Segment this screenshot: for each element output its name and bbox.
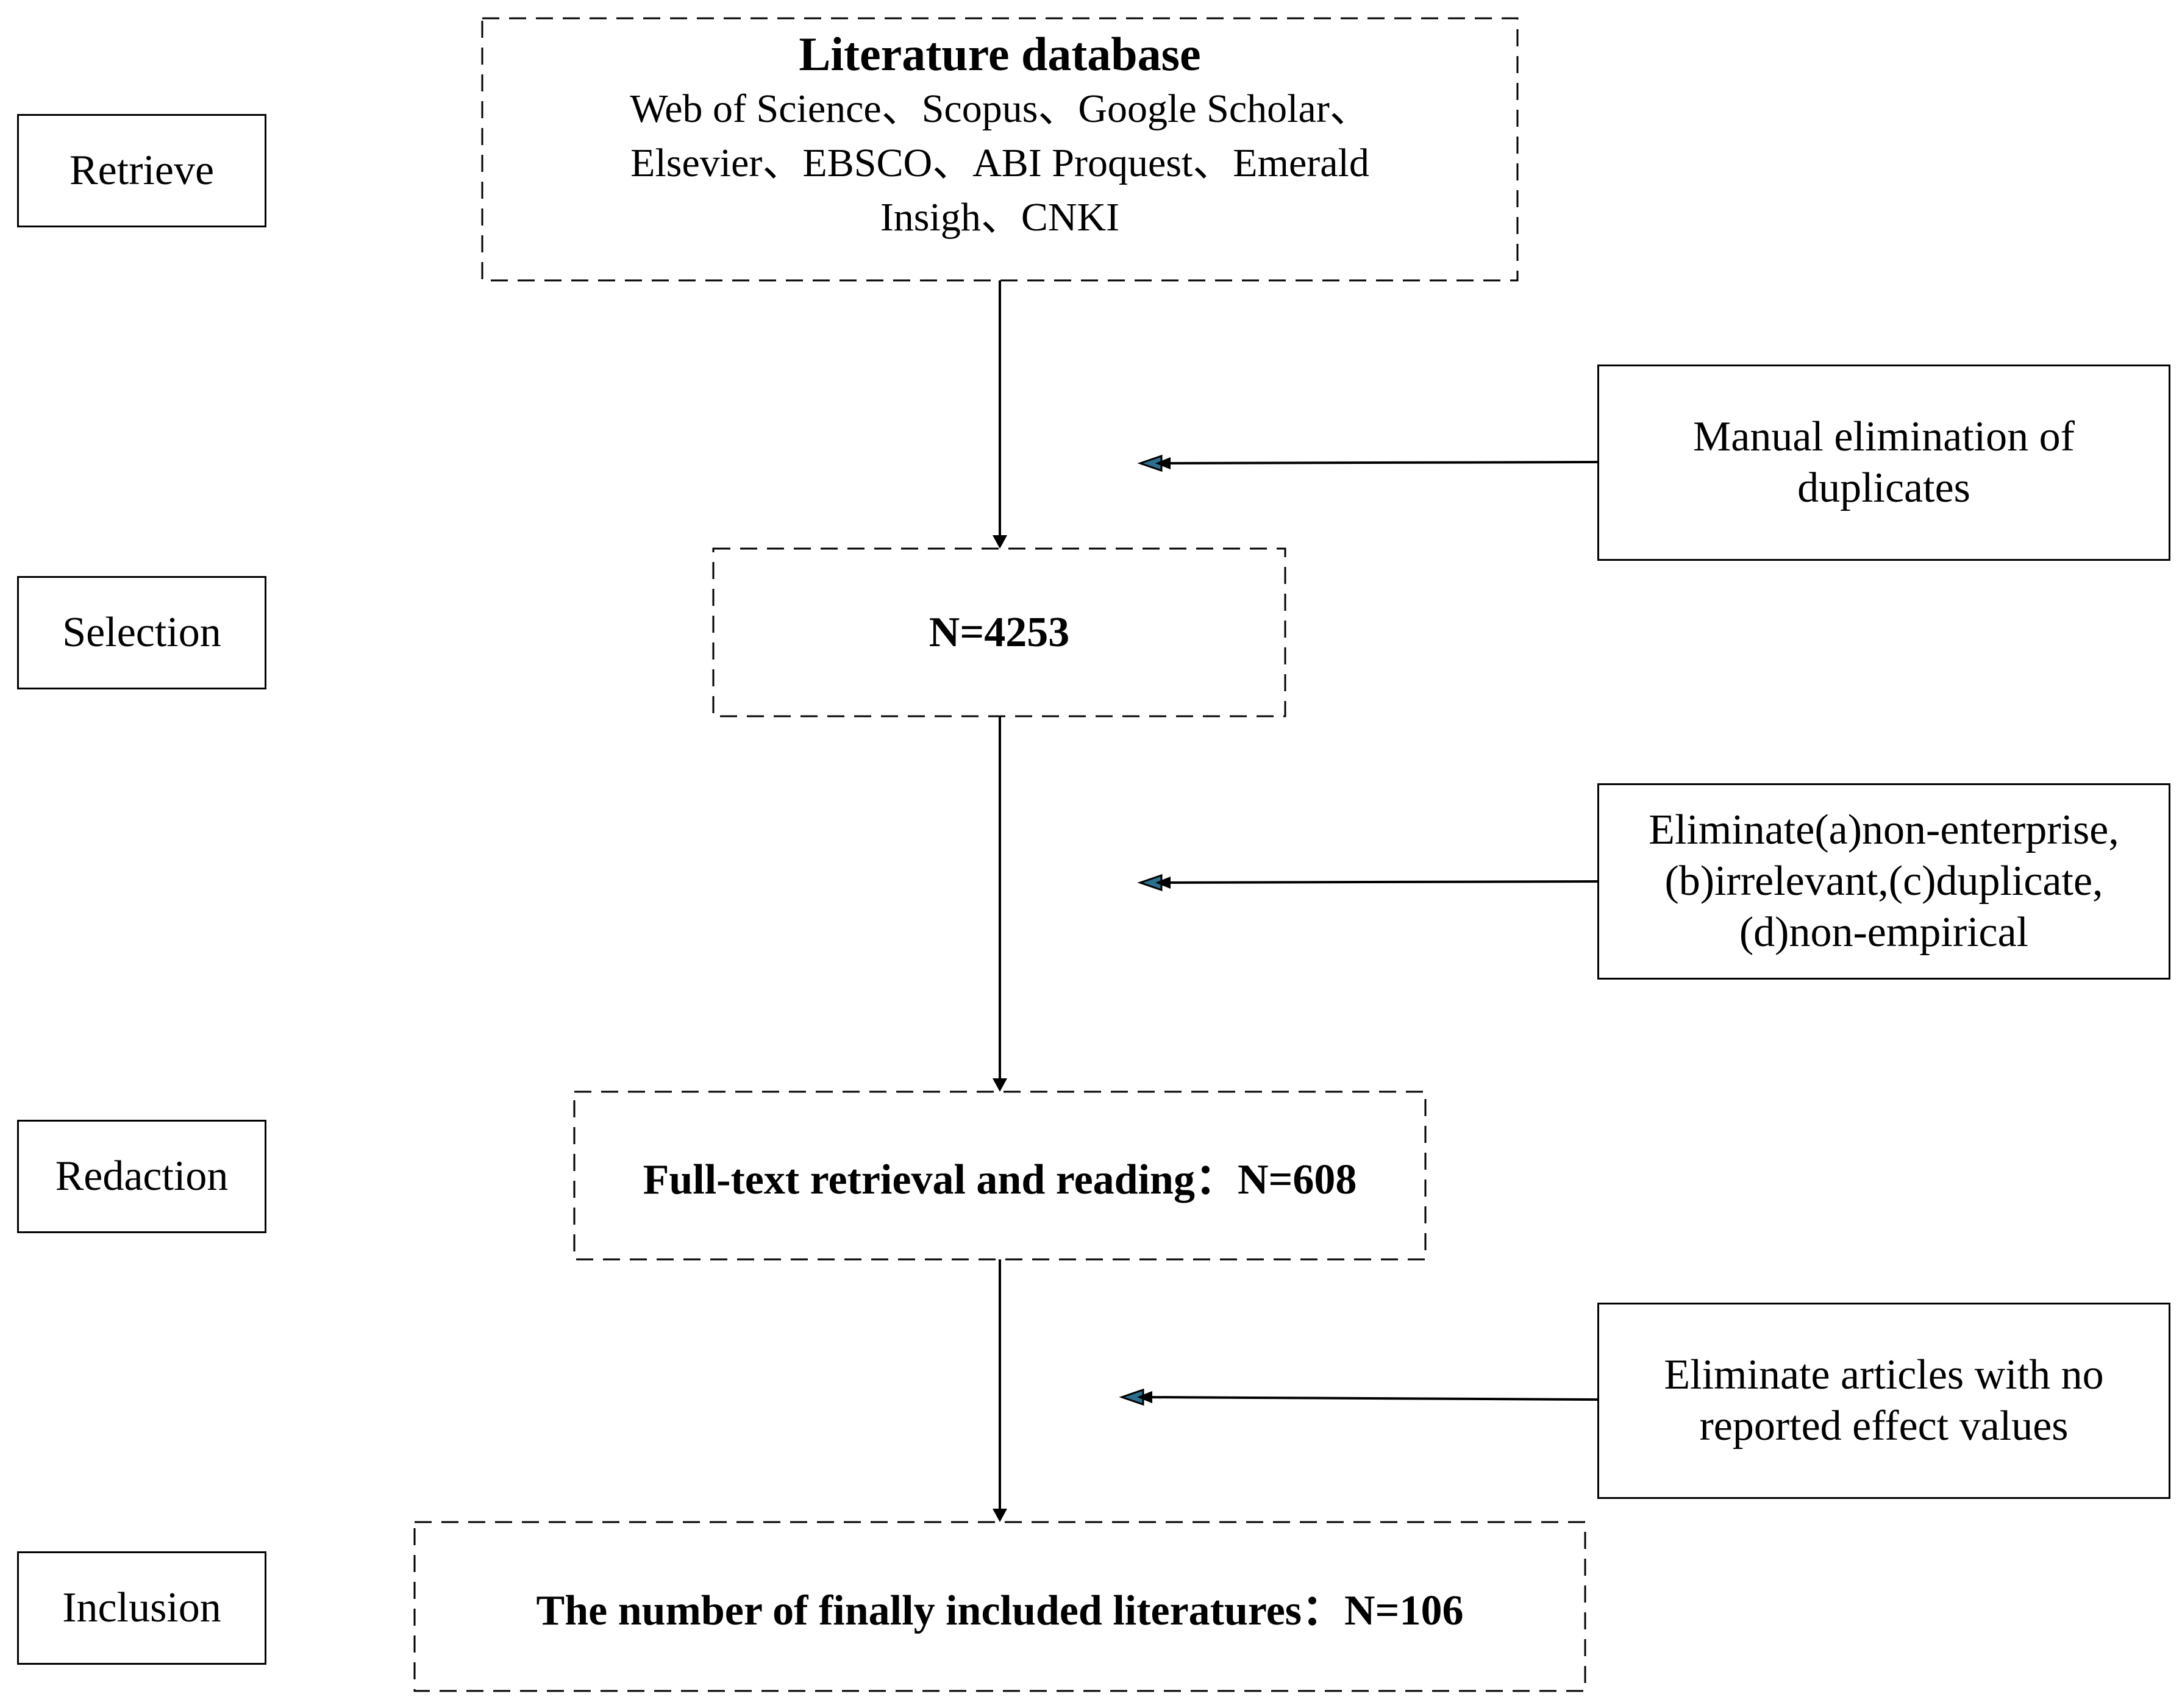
database-sources-line-2: Elsevier、EBSCO、ABI Proquest、Emerald <box>630 140 1369 185</box>
fulltext-box: Full-text retrieval and reading：N=608 <box>574 1092 1425 1259</box>
flow-arrow-2 <box>993 716 1007 1092</box>
exclusion-criteria-box: Eliminate(a)non-enterprise, (b)irrelevan… <box>1597 783 2170 980</box>
database-sources-line-3: Insigh、CNKI <box>880 194 1120 240</box>
exclusion-criteria-line-3: (d)non-empirical <box>1739 909 2029 956</box>
stage-retrieve-label: Retrieve <box>69 147 215 194</box>
flow-arrow-3 <box>993 1259 1007 1522</box>
flow-arrow-1 <box>993 280 1007 549</box>
exclusion-duplicates-line-1: Manual elimination of <box>1693 413 2075 460</box>
final-box: The number of finally included literatur… <box>415 1522 1585 1691</box>
database-title: Literature database <box>799 27 1201 80</box>
database-box: Literature database Web of Science、Scopu… <box>482 18 1517 280</box>
exclusion-arrow-3 <box>1119 1388 1598 1406</box>
exclusion-effects-line-2: reported effect values <box>1699 1403 2069 1450</box>
database-sources-line-1: Web of Science、Scopus、Google Scholar、 <box>630 86 1370 131</box>
selection-count: N=4253 <box>929 608 1070 656</box>
exclusion-arrow-2 <box>1137 874 1598 892</box>
stage-inclusion: Inclusion <box>17 1551 266 1665</box>
exclusion-duplicates-line-2: duplicates <box>1797 464 1970 511</box>
exclusion-duplicates-box: Manual elimination of duplicates <box>1597 365 2170 561</box>
exclusion-criteria-line-1: Eliminate(a)non-enterprise, <box>1649 806 2119 853</box>
final-count: The number of finally included literatur… <box>536 1587 1464 1634</box>
exclusion-arrow-1 <box>1137 454 1598 472</box>
fulltext-count: Full-text retrieval and reading：N=608 <box>643 1156 1357 1203</box>
stage-retrieve: Retrieve <box>17 114 266 227</box>
exclusion-criteria-line-2: (b)irrelevant,(c)duplicate, <box>1664 858 2103 905</box>
stage-inclusion-label: Inclusion <box>62 1584 221 1631</box>
exclusion-effects-line-1: Eliminate articles with no <box>1664 1351 2104 1398</box>
selection-count-box: N=4253 <box>713 549 1285 716</box>
stage-selection: Selection <box>17 576 266 689</box>
stage-selection-label: Selection <box>62 609 221 656</box>
stage-redaction: Redaction <box>17 1120 266 1233</box>
exclusion-effects-box: Eliminate articles with no reported effe… <box>1597 1303 2170 1499</box>
database-box-border <box>481 17 1519 282</box>
stage-redaction-label: Redaction <box>55 1153 229 1200</box>
